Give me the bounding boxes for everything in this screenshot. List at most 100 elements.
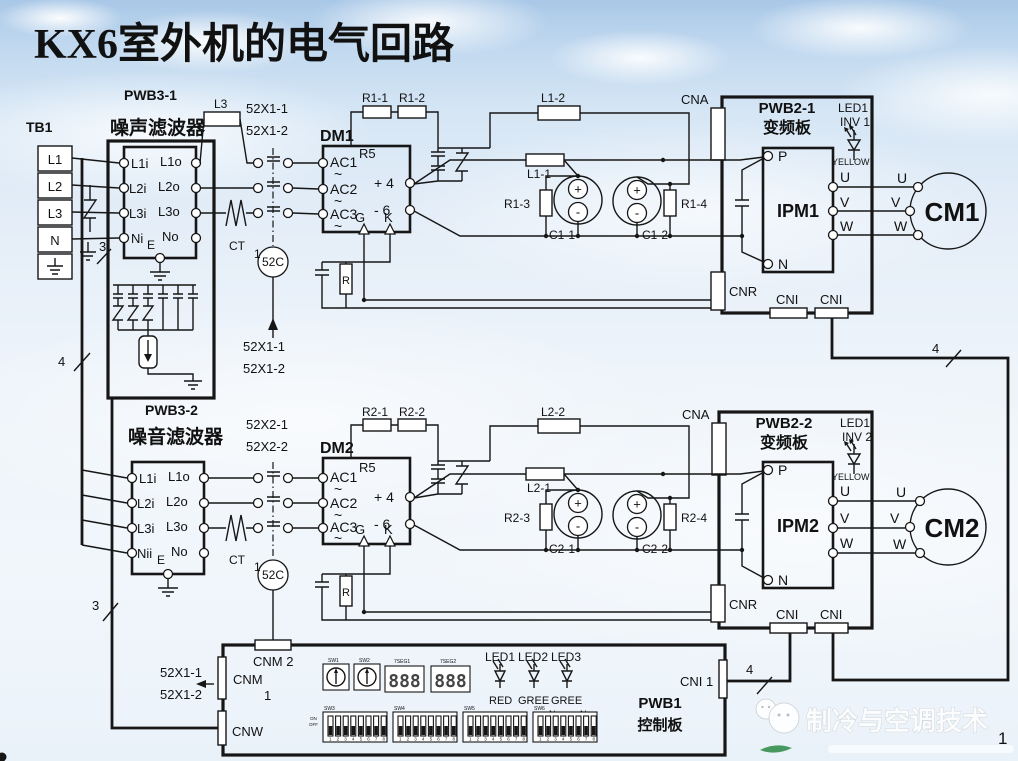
pwb1-board: PWB1 控制板 CNM 2 CNM 1 CNW 52X1-1 52X1-2 S… bbox=[160, 633, 792, 757]
f1-ni: Ni bbox=[131, 231, 143, 246]
watermark-text: 制冷与空调技术 bbox=[806, 706, 988, 736]
ct-label: CT bbox=[229, 553, 246, 567]
dip-digits: 1 2 3 4 5 6 7 8 bbox=[469, 737, 525, 742]
sw1-label: SW1 bbox=[328, 658, 339, 664]
cni-connector bbox=[769, 307, 808, 319]
dm1-plus4: + 4 bbox=[374, 175, 394, 191]
minus-sign: - bbox=[635, 206, 639, 221]
ipm2-p: P bbox=[778, 462, 787, 478]
minus-sign: - bbox=[576, 519, 580, 534]
pwb1-label: PWB1 bbox=[638, 695, 681, 712]
to-52x1-1: 52X1-1 bbox=[243, 339, 285, 354]
left-bus-wiring: 3 4 3 bbox=[58, 157, 218, 730]
uvw-w: W bbox=[840, 218, 854, 234]
cnr-connector bbox=[710, 271, 726, 311]
plus-sign: + bbox=[574, 182, 582, 197]
cnm2-connector bbox=[254, 639, 292, 651]
wire-count-4: 4 bbox=[58, 354, 65, 369]
earth-icon bbox=[158, 578, 178, 597]
cni-label: CNI bbox=[820, 292, 842, 307]
wire-count-3: 3 bbox=[92, 598, 99, 613]
f2-l1o: L1o bbox=[168, 469, 190, 484]
led-inv1: LED1 INV 1 YELLOW bbox=[832, 101, 870, 167]
surge-arrester-network bbox=[111, 284, 202, 390]
dip-bank-label: SW6 bbox=[534, 706, 545, 712]
f2-l3o: L3o bbox=[166, 519, 188, 534]
wire-count-4: 4 bbox=[932, 341, 939, 356]
c1-2-label: C1-2 bbox=[642, 228, 668, 242]
dip-digits: 1 2 3 4 5 6 7 8 bbox=[539, 737, 595, 742]
f1-l3i: L3i bbox=[129, 206, 146, 221]
pwb2-1-label: PWB2-1 bbox=[759, 100, 816, 117]
motor-w: W bbox=[894, 218, 908, 234]
inv1-label: INV 1 bbox=[840, 115, 870, 129]
r2-2-label: R2-2 bbox=[399, 405, 425, 419]
tb1-l1: L1 bbox=[48, 152, 62, 167]
f1-l1o: L1o bbox=[160, 154, 182, 169]
cni-connector bbox=[769, 622, 808, 634]
cna-connector bbox=[710, 107, 726, 161]
dm1-ac2: AC2 bbox=[330, 181, 357, 197]
contact-52x2-1: 52X2-1 bbox=[246, 417, 288, 432]
snubber-r-label: R bbox=[342, 275, 350, 287]
cnm-connector bbox=[217, 656, 227, 700]
tilde: ~ bbox=[334, 481, 342, 497]
f1-e: E bbox=[147, 238, 155, 252]
cna-label: CNA bbox=[681, 92, 709, 107]
led1-label: LED1 bbox=[838, 101, 868, 115]
uvw-u: U bbox=[840, 169, 850, 185]
cni-bus-wire: 4 bbox=[830, 318, 1010, 682]
gate-rc-snubber: R bbox=[315, 546, 711, 621]
ipm2-n: N bbox=[778, 572, 788, 588]
cm2-label: CM2 bbox=[925, 513, 980, 543]
earth-icon bbox=[47, 258, 63, 275]
r2-4-label: R2-4 bbox=[681, 511, 707, 525]
led3-color: GREE bbox=[551, 695, 582, 707]
cnw-connector bbox=[217, 710, 227, 746]
ipm1-label: IPM1 bbox=[777, 201, 819, 221]
ct-label: CT bbox=[229, 239, 246, 253]
dm2-module: DM2 AC1 ~ AC2 ~ AC3 ~ R5 + 4 - 6 G K bbox=[317, 440, 416, 547]
r1-3-label: R1-3 bbox=[504, 197, 530, 211]
sw2-label: SW2 bbox=[359, 658, 370, 664]
dm2-plus4: + 4 bbox=[374, 489, 394, 505]
tilde: ~ bbox=[334, 530, 342, 546]
f1-l2i: L2i bbox=[129, 181, 146, 196]
tilde: ~ bbox=[334, 218, 342, 234]
led1-label: LED1 bbox=[485, 650, 515, 664]
capacitor-c1-2: + - C1-2 bbox=[612, 176, 668, 242]
r1-2-label: R1-2 bbox=[399, 91, 425, 105]
f2-no: No bbox=[171, 544, 188, 559]
cnm-pin: 1 bbox=[264, 688, 271, 703]
uvw-w: W bbox=[840, 535, 854, 551]
dm1-minus6: - 6 bbox=[374, 202, 391, 218]
dm2-g: G bbox=[355, 522, 365, 537]
dip-switch-banks: ON OFF SW3 1 2 3 4 5 6 7 8 SW4 1 2 3 4 5… bbox=[309, 706, 598, 743]
tb1-l2: L2 bbox=[48, 179, 62, 194]
tilde: ~ bbox=[334, 507, 342, 523]
f2-e: E bbox=[157, 553, 165, 567]
cnr-label: CNR bbox=[729, 284, 757, 299]
ct-icon bbox=[225, 514, 247, 542]
earth-icon bbox=[150, 262, 170, 281]
row1-line-section: L3 CT 52X1-1 52X1-2 52C 1 52X1-1 bbox=[199, 97, 319, 376]
uvw-v: V bbox=[840, 194, 850, 210]
tb1-terminal-block: TB1 L1 L2 L3 N bbox=[26, 119, 73, 280]
f2-l2o: L2o bbox=[166, 494, 188, 509]
motor-u: U bbox=[897, 170, 907, 186]
dm2-ac1: AC1 bbox=[330, 469, 357, 485]
coil-52c-label: 52C bbox=[262, 568, 284, 582]
cni1-connector bbox=[718, 659, 728, 699]
f2-l1i: L1i bbox=[139, 471, 156, 486]
coil-pin: 1 bbox=[254, 560, 261, 574]
cm1-label: CM1 bbox=[925, 197, 980, 227]
earth-icon bbox=[80, 242, 96, 261]
c2-1-label: C2-1 bbox=[549, 542, 575, 556]
ipm1-p: P bbox=[778, 148, 787, 164]
pwb3-1-label: PWB3-1 bbox=[124, 87, 177, 103]
motor-v: V bbox=[890, 510, 900, 526]
cni1-label: CNI 1 bbox=[680, 674, 713, 689]
contact-52x1-2: 52X1-2 bbox=[246, 123, 288, 138]
minus-sign: - bbox=[576, 205, 580, 220]
